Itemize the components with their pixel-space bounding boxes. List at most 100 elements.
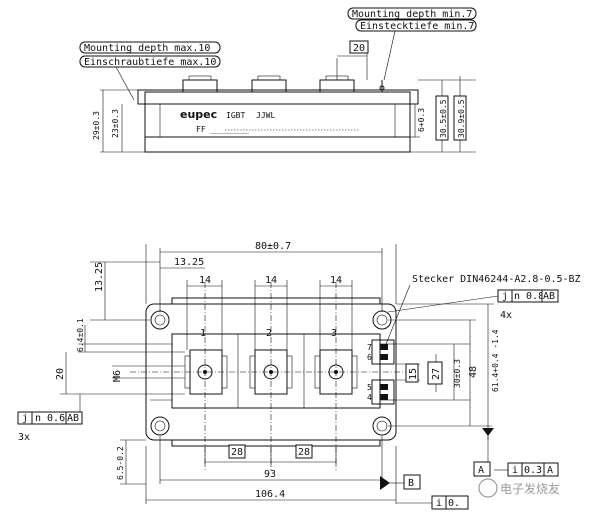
leader-mounting-min [383, 30, 396, 81]
pin-label-7: 7 [367, 343, 372, 352]
dim-13-25-v: 13.25 [94, 262, 105, 292]
side-top-lip [137, 89, 419, 105]
mount-hole-bl [150, 416, 170, 436]
plan-inner-frame [171, 333, 381, 409]
note-box-mounting-max [79, 41, 221, 54]
tol-right-datum: AB [543, 291, 555, 302]
dim-61-4: 61.4+0.4 -1.4 [491, 329, 500, 392]
mount-hole-tl [150, 310, 170, 330]
tol-left-symbol: j [22, 413, 28, 424]
terminal-1-tab-right [221, 355, 228, 389]
side-view: eupec IGBT JJWL FF ________ Mounting dep… [79, 7, 477, 153]
terminal-2-screw-center [269, 370, 273, 374]
datum-b-label: B [408, 478, 414, 489]
stecker-leader [385, 284, 411, 345]
brand-label: eupec [180, 108, 217, 121]
terminal-2-tab-left [249, 355, 256, 389]
dim-27: 27 [431, 368, 442, 380]
dim-14-a: 14 [199, 275, 211, 286]
dim-13-25-h: 13.25 [174, 257, 204, 268]
aux-pin-4 [380, 394, 388, 400]
dim-15: 15 [408, 368, 419, 380]
dim-m6: M6 [112, 370, 123, 382]
note-einstecktiefe-min: Einstecktiefe min.7 [360, 21, 474, 32]
terminal-1-tab-left [184, 355, 191, 389]
dim28a-box [228, 444, 246, 459]
mount-hole-br-inner [376, 420, 388, 432]
pin-label-5: 5 [367, 383, 372, 392]
plan-bottom-band [171, 439, 381, 447]
terminal-2-tab-right [286, 355, 293, 389]
dim-48: 48 [468, 366, 479, 378]
terminal-1-screw-center [203, 370, 207, 374]
note-box-einschraubtiefe [79, 55, 221, 68]
terminal-2 [249, 349, 293, 395]
dim-14-c: 14 [330, 275, 342, 286]
mount-hole-tr-inner [376, 314, 388, 326]
tol-b-symbol: i [436, 498, 442, 509]
dim-20-top: 20 [353, 43, 365, 54]
terminal-3-screw-center [334, 370, 338, 374]
count-4x: 4x [500, 310, 512, 321]
terminal-3 [314, 349, 358, 395]
dim-106-4: 106.4 [255, 489, 285, 500]
dim-30: 30±0.3 [453, 359, 462, 388]
side-housing [144, 91, 411, 153]
datum-triangle-b [380, 476, 390, 490]
code-label: JJWL [256, 111, 275, 120]
terminal-label-1: 1 [200, 328, 206, 339]
datum-b-box [403, 474, 421, 490]
dim15-box [405, 363, 419, 383]
terminal-label-2: 2 [266, 328, 272, 339]
note-box-einstecktiefe [355, 19, 477, 32]
tol-b-cell-2 [445, 495, 469, 510]
leader-mounting-max [115, 66, 135, 101]
dim-30-5: 30.5±0.5 [439, 99, 448, 138]
tol-a-datum: A [547, 465, 553, 476]
terminal-3-screw [328, 364, 344, 380]
aux-connector-bottom [371, 379, 395, 405]
dim-14-b: 14 [265, 275, 277, 286]
note-einschraubtiefe-max: Einschraubtiefe max.10 [84, 57, 216, 68]
aux-pin-5 [380, 384, 388, 390]
dim30-9-box [453, 95, 467, 141]
plan-view: 1 2 3 7 6 5 4 80±0.7 13.25 14 14 14 [17, 241, 581, 510]
tol-left-value: n 0.6 [35, 413, 65, 424]
terminal-label-3: 3 [331, 328, 337, 339]
igbt-label: IGBT [226, 111, 245, 120]
count-3x: 3x [18, 432, 30, 443]
tol-a-cell-3 [543, 462, 559, 477]
dim-6: 6+0.3 [417, 108, 426, 132]
dim-6-4: 6.4±0.1 [76, 318, 85, 352]
dim30-5-box [435, 95, 449, 141]
pin-label-4: 4 [367, 393, 372, 402]
note-mounting-depth-max: Mounting depth max.10 [84, 43, 210, 54]
datum-a-label: A [478, 465, 484, 476]
dim-23: 23±0.3 [111, 109, 120, 138]
tol-b-value: 0. [448, 498, 460, 509]
mount-hole-tl-inner [154, 314, 166, 326]
dim20-box [349, 40, 369, 54]
aux-pin-6 [380, 354, 388, 360]
dim-28-b: 28 [298, 447, 310, 458]
dim28b-box [295, 444, 313, 459]
aux-pin-7 [380, 344, 388, 350]
dim-28-a: 28 [231, 447, 243, 458]
terminal-1 [184, 349, 228, 395]
aux-connector-top [371, 339, 395, 365]
mount-hole-bl-inner [154, 420, 166, 432]
terminal-2-screw [263, 364, 279, 380]
dim-20-left: 20 [55, 368, 66, 380]
watermark-text: 电子发烧友 [500, 481, 560, 496]
tol-left-datum: AB [67, 413, 79, 424]
side-nut-1 [188, 75, 212, 81]
watermark-logo [478, 478, 498, 498]
tol-right-value: n 0.8 [514, 291, 544, 302]
tol-a-value: 0.3 [524, 465, 542, 476]
dim-80: 80±0.7 [255, 241, 291, 252]
dim-93: 93 [264, 469, 276, 480]
terminal-1-screw [197, 364, 213, 380]
datum-a-box [473, 461, 491, 477]
dim-29: 29±0.3 [92, 111, 101, 140]
